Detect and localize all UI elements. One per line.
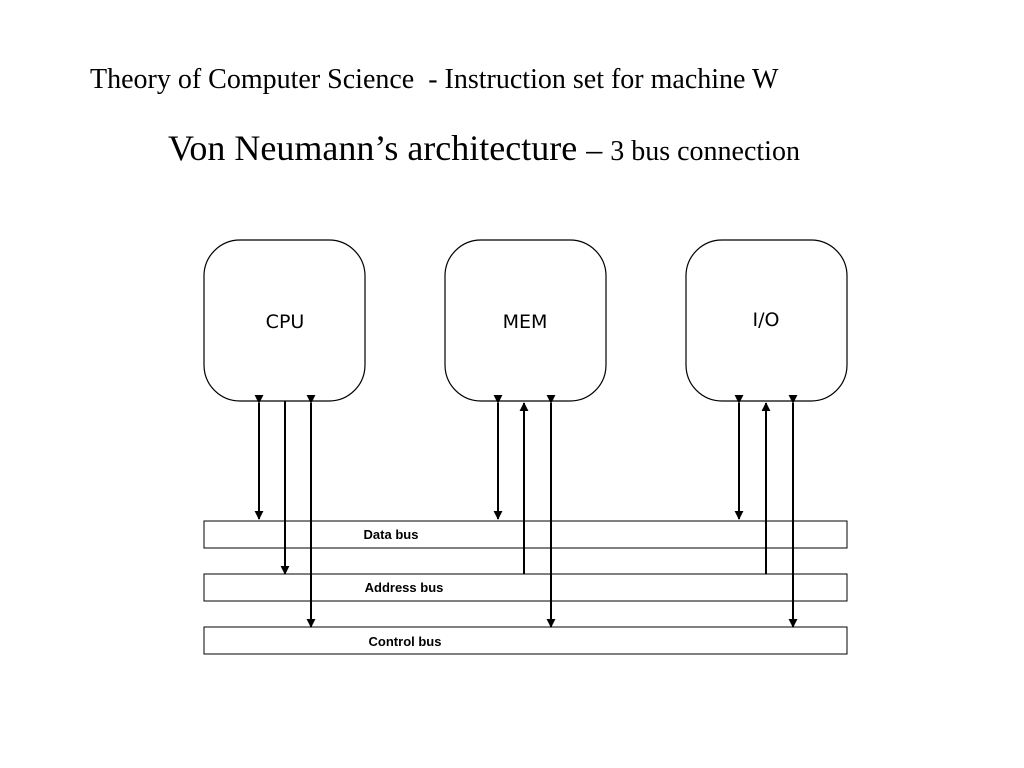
control-bus-label: Control bus xyxy=(369,634,442,649)
subtitle-small: 3 bus connection xyxy=(610,136,800,167)
unit-io: I/O xyxy=(685,239,848,402)
mem-label: MEM xyxy=(503,311,548,333)
control-bus-bar xyxy=(203,626,848,655)
cpu-label: CPU xyxy=(266,311,305,333)
unit-cpu: CPU xyxy=(203,239,366,402)
data-bus-label: Data bus xyxy=(364,527,419,542)
course-title: Theory of Computer Science - Instruction… xyxy=(90,64,779,95)
io-label: I/O xyxy=(753,309,780,331)
slide-subtitle: Von Neumann’s architecture – 3 bus conne… xyxy=(168,128,800,169)
address-bus-bar xyxy=(203,573,848,602)
data-bus-bar xyxy=(203,520,848,549)
subtitle-dash: – xyxy=(586,131,611,167)
io-box xyxy=(685,239,848,402)
unit-mem: MEM xyxy=(444,239,607,402)
subtitle-main: Von Neumann’s architecture xyxy=(168,128,587,168)
mem-box xyxy=(444,239,607,402)
bus-control: Control bus xyxy=(203,626,848,655)
address-bus-label: Address bus xyxy=(365,580,444,595)
bus-address: Address bus xyxy=(203,573,848,602)
bus-data: Data bus xyxy=(203,520,848,549)
